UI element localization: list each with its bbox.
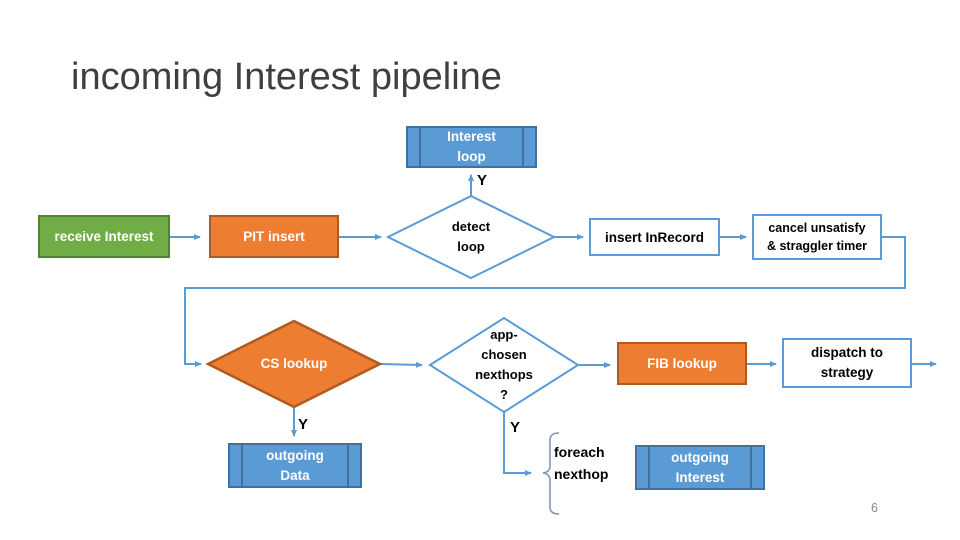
predefined-process-bar bbox=[522, 127, 524, 167]
connector-cancel-wrap-to-cs bbox=[184, 236, 906, 367]
dispatch-strategy-node: dispatch to strategy bbox=[782, 338, 912, 388]
page-number: 6 bbox=[871, 501, 878, 515]
cs-lookup-label: CS lookup bbox=[260, 356, 328, 371]
outgoing-data-label: outgoing Data bbox=[266, 447, 324, 483]
slide-title: incoming Interest pipeline bbox=[71, 56, 502, 98]
dispatch-strategy-label: dispatch to strategy bbox=[810, 345, 883, 380]
interest-loop-node: Interest loop bbox=[406, 126, 537, 168]
predefined-process-bar bbox=[750, 446, 752, 489]
app-chosen-diamond bbox=[428, 316, 580, 414]
app-chosen-text: app- chosen nexthops ? bbox=[449, 322, 559, 408]
outgoing-interest-node: outgoing Interest bbox=[635, 445, 765, 490]
detect-loop-text: detect loop bbox=[416, 199, 526, 275]
detect-loop-diamond bbox=[385, 194, 557, 280]
outgoing-interest-label: outgoing Interest bbox=[671, 449, 729, 485]
app-chosen-label: app- chosen nexthops ? bbox=[475, 327, 533, 402]
pit-insert-node: PIT insert bbox=[209, 215, 339, 258]
insert-inrecord-node: insert InRecord bbox=[589, 218, 720, 256]
fib-lookup-label: FIB lookup bbox=[647, 356, 717, 371]
cancel-unsatisfy-node: cancel unsatisfy & straggler timer bbox=[752, 214, 882, 260]
foreach-brace bbox=[542, 432, 560, 515]
predefined-process-bar bbox=[347, 444, 349, 487]
receive-interest-label: receive Interest bbox=[54, 229, 154, 244]
insert-inrecord-label: insert InRecord bbox=[604, 229, 705, 245]
outgoing-data-node: outgoing Data bbox=[228, 443, 362, 488]
connector-cs-to-appchosen bbox=[379, 361, 423, 368]
pit-insert-label: PIT insert bbox=[243, 229, 305, 244]
receive-interest-node: receive Interest bbox=[38, 215, 170, 258]
cs-lookup-diamond bbox=[205, 319, 383, 409]
foreach-nexthop-label: foreach nexthop bbox=[554, 444, 609, 482]
cs-lookup-text: CS lookup bbox=[244, 350, 344, 378]
cancel-unsatisfy-label: cancel unsatisfy & straggler timer bbox=[766, 221, 868, 253]
fib-lookup-node: FIB lookup bbox=[617, 342, 747, 385]
predefined-process-bar bbox=[241, 444, 243, 487]
predefined-process-bar bbox=[648, 446, 650, 489]
predefined-process-bar bbox=[419, 127, 421, 167]
yes-label-top: Y bbox=[477, 172, 488, 189]
detect-loop-label: detect loop bbox=[451, 219, 491, 254]
interest-loop-label: Interest loop bbox=[447, 129, 496, 164]
yes-label-app: Y bbox=[510, 419, 521, 436]
yes-label-cs: Y bbox=[298, 416, 309, 433]
connector-appchosen-to-foreach bbox=[503, 412, 532, 476]
